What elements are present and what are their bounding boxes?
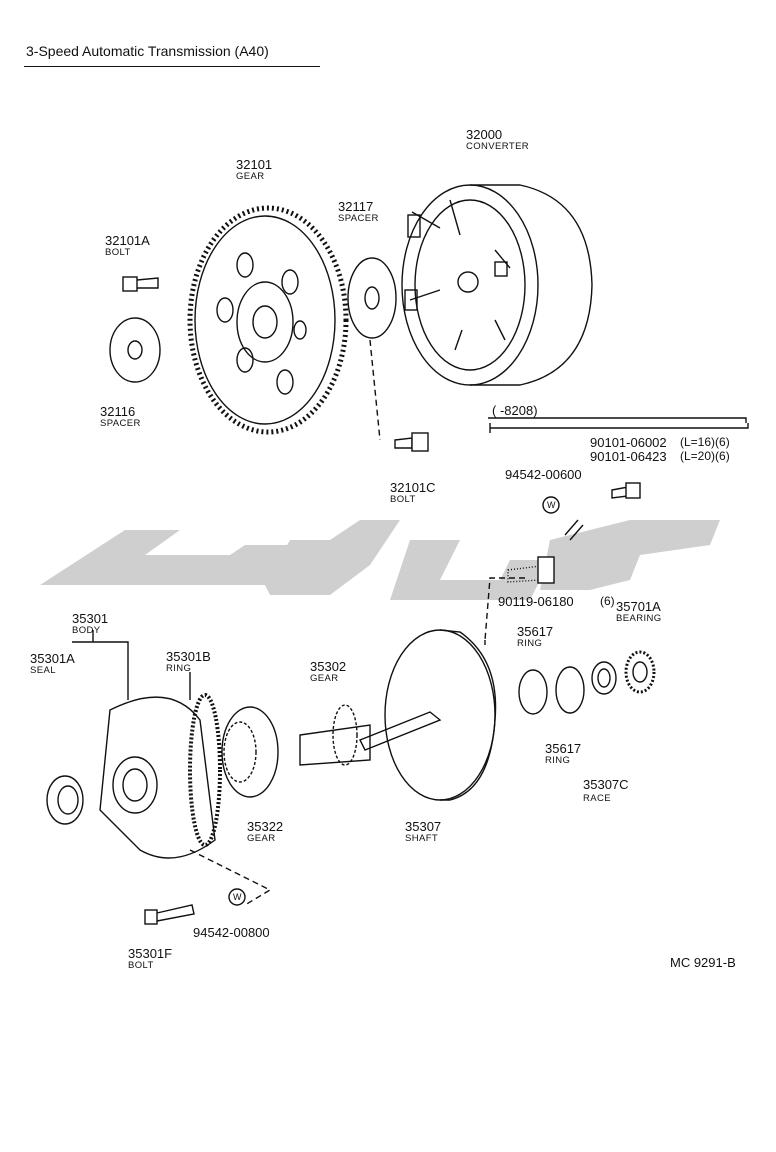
part-number-32101: 32101 [236,157,273,172]
part-number-35307c: 35307C [583,777,629,792]
part-number-94542-00800: 94542-00800 [193,925,270,940]
part-name-converter: CONVERTER [466,141,530,152]
range-bracket [489,423,749,433]
part-number-35301: 35301 [72,611,109,626]
part-number-35701a: 35701A [616,599,661,614]
bolt-32101c-drawing [394,432,429,452]
part-number-32117: 32117 [338,199,374,214]
part-name-bolt-32101a: BOLT [105,247,131,258]
part-detail-90101-06002: (L=16)(6) [680,435,730,449]
leader-pump-bolt [189,849,272,906]
part-name-gear-35322: GEAR [247,833,276,844]
leader-90119 [484,577,525,641]
watermark-logo [40,520,720,600]
part-number-90101-06002: 90101-06002 [590,435,667,450]
race-35307c-drawing [591,661,617,695]
ring-gear-drawing [187,205,349,435]
title-underline [24,66,320,67]
part-number-32116: 32116 [100,404,136,419]
part-name-seal: SEAL [30,665,56,676]
part-name-ring-35617b: RING [545,755,571,766]
bolt-90119-drawing [507,556,555,584]
bolt-32101a-drawing [122,276,159,292]
part-name-body: BODY [72,625,101,636]
part-name-gear-35302: GEAR [310,673,339,684]
range-bracket-top [488,417,747,423]
part-number-35301a: 35301A [30,651,75,666]
part-number-35322: 35322 [247,819,284,834]
washer-94542-00800-drawing [228,888,246,906]
part-number-32101c: 32101C [390,480,436,495]
bolt-35301f-drawing [144,904,195,925]
part-number-35301f: 35301F [128,946,173,961]
part-name-race: RACE [583,793,611,804]
part-name-ring-35617a: RING [517,638,543,649]
pump-body-drawing [99,693,222,859]
leader-35301 [72,630,129,700]
part-name-spacer-32116: SPACER [100,418,141,429]
part-number-35307: 35307 [405,819,442,834]
torque-converter-drawing [401,184,593,386]
part-name-bearing: BEARING [616,613,662,624]
gear-35302-drawing [299,704,371,766]
part-number-90119-06180: 90119-06180 [498,594,574,609]
part-name-shaft: SHAFT [405,833,439,844]
spacer-32117-drawing [347,257,397,339]
part-number-32101a: 32101A [105,233,150,248]
washer-symbol-94542-00600: W [547,500,556,510]
washer-94542-00600-drawing [542,496,560,514]
part-detail-90101-06423: (L=20)(6) [680,449,730,463]
washer-symbol-94542-00800: W [233,892,242,902]
diagram-reference-code: MC 9291-B [670,955,736,970]
part-detail-90119-06180: (6) [600,594,615,608]
part-number-35302: 35302 [310,659,347,674]
part-number-35617b: 35617 [545,741,582,756]
part-number-35617a: 35617 [517,624,554,639]
part-number-94542-00600: 94542-00600 [505,467,582,482]
seal-35301a-drawing [46,775,84,825]
arrow-marks [564,519,584,541]
part-number-35301b: 35301B [166,649,211,664]
gear-35322-drawing [221,706,279,798]
part-name-spacer-32117: SPACER [338,213,379,224]
shaft-35307-drawing [359,629,497,801]
part-name-bolt-35301f: BOLT [128,960,154,971]
part-name-bolt-32101c: BOLT [390,494,416,505]
ring-35617a-drawing [518,669,548,715]
diagram-title: 3-Speed Automatic Transmission (A40) [26,43,269,59]
part-name-ring-35301b: RING [166,663,192,674]
part-number-90101-06423: 90101-06423 [590,449,667,464]
part-name-gear-32101: GEAR [236,171,265,182]
bolt-90101-drawing [611,482,641,499]
bearing-35701a-drawing [624,650,656,694]
range-label: ( -8208) [492,403,538,418]
spacer-32116-drawing [109,317,161,383]
part-number-32000: 32000 [466,127,503,142]
ring-35617b-drawing [555,666,585,714]
leader-32117 [369,339,381,441]
